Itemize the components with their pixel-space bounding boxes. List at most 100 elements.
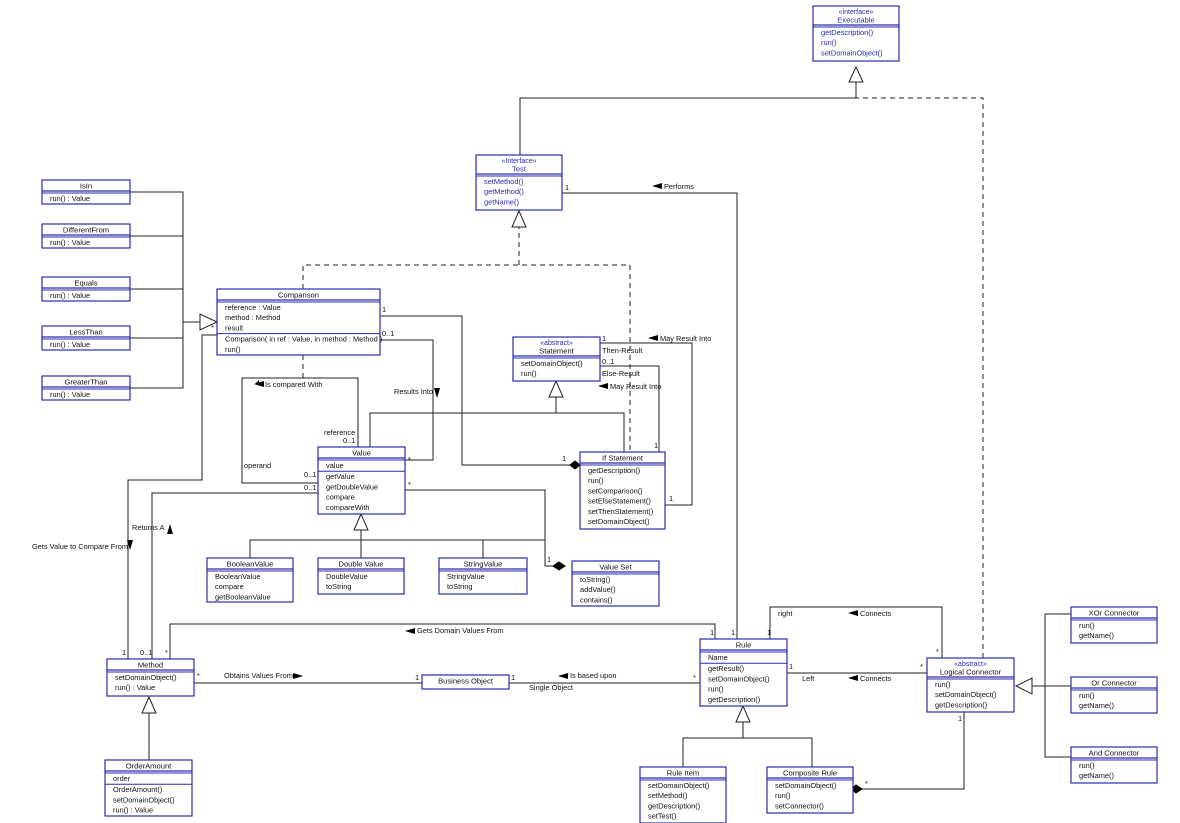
class-operation: setElseStatement() xyxy=(588,497,651,506)
label-gets-value: Gets Value to Compare From xyxy=(32,542,128,551)
class-name: Double Value xyxy=(338,560,383,569)
class-test[interactable]: «Interface»TestsetMethod()getMethod()get… xyxy=(475,154,563,211)
label-left: Left xyxy=(802,674,814,683)
class-operation: getName() xyxy=(1079,771,1114,780)
label-single-object: Single Object xyxy=(529,683,573,692)
class-operation: getDescription() xyxy=(935,700,987,709)
class-name: BooleanValue xyxy=(227,560,274,569)
class-operation: setDomainObject() xyxy=(115,673,177,682)
class-value[interactable]: ValuevaluegetValuegetDoubleValuecomparec… xyxy=(317,446,406,515)
mult: 1 xyxy=(511,673,515,682)
class-stereotype: «abstract» xyxy=(540,340,573,347)
class-operation: compare xyxy=(326,493,355,502)
class-name: Executable xyxy=(837,16,875,25)
class-stereotype: «Interface» xyxy=(501,158,536,165)
class-operation: run() xyxy=(708,685,724,694)
label-returns-a: Returns A xyxy=(132,523,165,532)
mult: 1 xyxy=(669,494,673,503)
class-operation: run() xyxy=(588,476,604,485)
class-rule[interactable]: RuleNamegetResult()setDomainObject()run(… xyxy=(699,638,788,707)
mult: 0..1 xyxy=(304,483,316,492)
mult: * xyxy=(865,779,868,788)
class-name: Equals xyxy=(74,279,97,288)
class-operation: StringValue xyxy=(447,572,485,581)
class-operation: setDomainObject() xyxy=(935,690,997,699)
class-operation: Comparison( in ref : Value, in method : … xyxy=(225,335,382,344)
class-operation: setDomainObject() xyxy=(775,781,837,790)
class-operation: toString xyxy=(326,582,351,591)
class-name: LessThan xyxy=(69,328,102,337)
class-name: GreaterThan xyxy=(64,378,107,387)
class-operation: setComparison() xyxy=(588,486,643,495)
class-statement[interactable]: «abstract»StatementsetDomainObject()run(… xyxy=(512,336,601,382)
class-booleanvalue[interactable]: BooleanValueBooleanValuecomparegetBoolea… xyxy=(206,557,294,603)
label-is-based-upon: Is based upon xyxy=(570,671,616,680)
class-operation: setDomainObject() xyxy=(588,517,650,526)
mult: * xyxy=(165,648,168,657)
class-operation: run() xyxy=(821,38,837,47)
class-operation: compare xyxy=(215,582,244,591)
class-operation: getValue xyxy=(326,472,355,481)
class-orderamount[interactable]: OrderAmountorderOrderAmount()setDomainOb… xyxy=(104,759,193,817)
class-compositerule[interactable]: Composite RulesetDomainObject()run()setC… xyxy=(766,766,854,814)
class-name: StringValue xyxy=(464,560,503,569)
connector-lines xyxy=(127,82,1071,790)
mult: 0..1 xyxy=(382,329,394,338)
class-ruleitem[interactable]: Rule ItemsetDomainObject()setMethod()get… xyxy=(639,766,727,823)
class-operation: run() xyxy=(1079,761,1095,770)
class-operation: getDescription() xyxy=(821,28,873,37)
mult: * xyxy=(197,671,200,680)
class-executable[interactable]: «interface»Executable getDescription()run… xyxy=(812,5,900,62)
class-ifstatement[interactable]: If StatementgetDescription()run()setComp… xyxy=(579,451,666,530)
label-reference: reference xyxy=(324,428,355,437)
mult: * xyxy=(211,323,214,332)
class-operation: run() : Value xyxy=(113,806,153,815)
class-name: Composite Rule xyxy=(783,769,837,778)
class-name: Rule xyxy=(736,641,752,650)
class-operation: BooleanValue xyxy=(215,572,260,581)
class-logicalconnector[interactable]: «abstract»Logical Connectorrun()setDomai… xyxy=(926,657,1015,713)
class-stereotype: «interface» xyxy=(839,9,874,16)
mult: 0..1 xyxy=(140,648,152,657)
class-operation: toString xyxy=(447,582,472,591)
class-operation: setDomainObject() xyxy=(821,48,883,57)
class-name: And Connector xyxy=(1089,749,1140,758)
class-operation: getDescription() xyxy=(708,695,760,704)
label-obtains-values: Obtains Values From xyxy=(224,671,293,680)
class-name: XOr Connector xyxy=(1089,609,1140,618)
class-businessobject[interactable]: Business Object xyxy=(421,674,510,690)
class-andconnector[interactable]: And Connector run()getName() xyxy=(1070,746,1158,784)
class-operation: setDomainObject() xyxy=(521,359,583,368)
class-operation: contains() xyxy=(580,595,612,604)
class-name: Comparison xyxy=(278,291,319,300)
class-boxes: «interface»ExecutablegetDescription()run… xyxy=(41,5,1158,823)
class-operation: run() xyxy=(225,345,241,354)
label-may-result-into-2: May Result Into xyxy=(610,382,661,391)
mult: 1 xyxy=(602,334,606,343)
class-attribute: method : Method xyxy=(225,313,280,322)
mult: 1 xyxy=(731,628,735,637)
class-name: DifferentFrom xyxy=(63,226,109,235)
class-operation: setDomainObject() xyxy=(648,781,710,790)
class-attribute: order xyxy=(113,774,131,783)
class-operation: run() : Value xyxy=(115,683,155,692)
class-name: Value Set xyxy=(599,563,632,572)
class-name: Rule Item xyxy=(667,769,700,778)
class-operation: setThenStatement() xyxy=(588,507,653,516)
class-attribute: value xyxy=(326,461,344,470)
label-gets-domain: Gets Domain Values From xyxy=(417,626,504,635)
label-is-compared-with: Is compared With xyxy=(265,380,323,389)
